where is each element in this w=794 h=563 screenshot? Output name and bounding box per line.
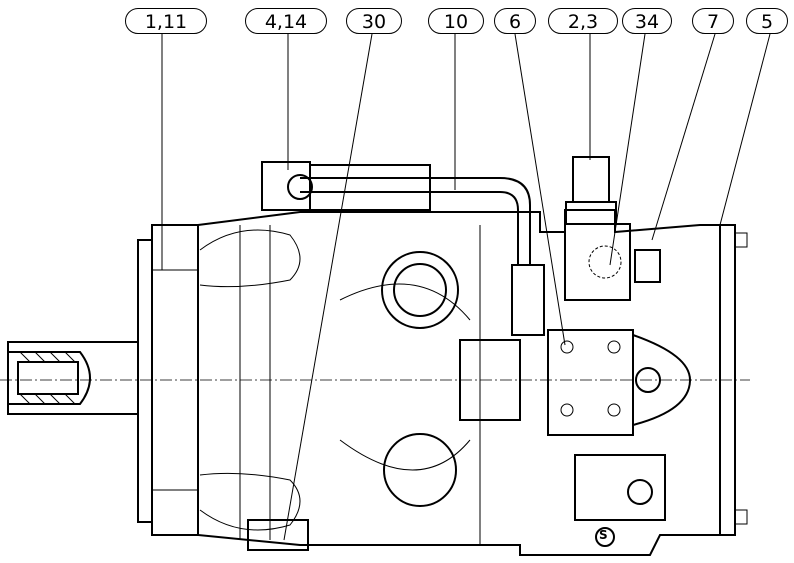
- control-pipe: [261, 156, 631, 336]
- callout-5: 5: [746, 8, 788, 34]
- pump-housing: [140, 209, 750, 556]
- callout-10: 10: [428, 8, 484, 34]
- watermark: [45, 215, 735, 335]
- callout-2-3: 2,3: [548, 8, 618, 34]
- callout-30: 30: [346, 8, 402, 34]
- callout-7: 7: [692, 8, 734, 34]
- callout-4-14: 4,14: [245, 8, 327, 34]
- drive-shaft: [0, 341, 140, 415]
- port-mark-s: S: [599, 528, 608, 542]
- bottom-port: [247, 519, 615, 551]
- callout-34: 34: [622, 8, 672, 34]
- leader-lines: [161, 33, 771, 541]
- callout-1-11: 1,11: [125, 8, 207, 34]
- bolts: [560, 340, 621, 417]
- callout-6: 6: [494, 8, 536, 34]
